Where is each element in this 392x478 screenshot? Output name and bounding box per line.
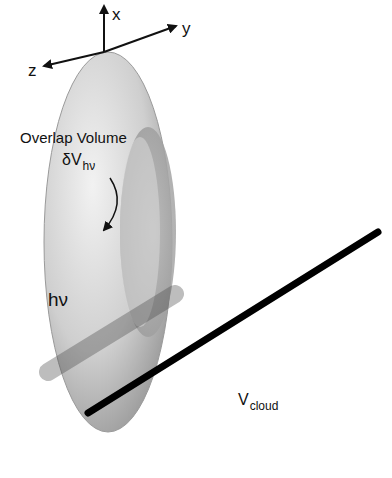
axis-label: x: [112, 6, 121, 23]
y-axis: [104, 26, 176, 52]
photon-beam: [88, 232, 378, 413]
symbol-subscript: cloud: [250, 400, 279, 412]
axis-label: y: [182, 20, 191, 37]
callout-label: Overlap Volume: [20, 130, 127, 145]
axis-label: z: [28, 62, 37, 79]
volume-symbol: δV: [62, 152, 82, 168]
x-axis: [103, 6, 105, 52]
photon-label: hν: [48, 290, 68, 309]
volume-symbol: V: [238, 392, 249, 408]
z-axis: [44, 52, 104, 66]
leader-line: [104, 178, 117, 230]
symbol-subscript: hν: [83, 160, 96, 172]
